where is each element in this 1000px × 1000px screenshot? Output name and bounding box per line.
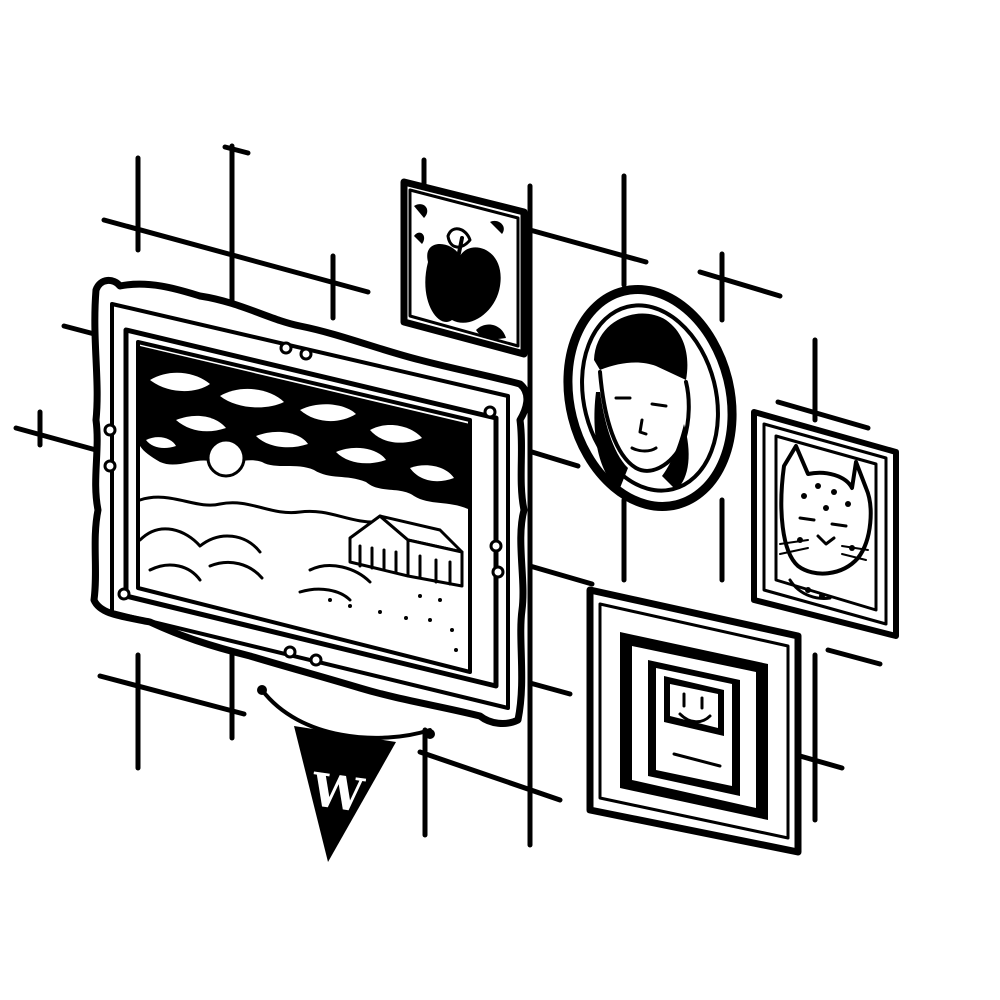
wall-grid [13,143,883,848]
computer-painting [586,586,802,856]
landscape-painting [90,277,531,727]
landscape-painting-icon [136,340,472,674]
portrait-painting [563,285,737,511]
apple-painting [400,178,528,358]
apple-painting-icon [414,204,506,340]
leopard-painting-icon [779,444,873,600]
pennant-letter: W [307,762,368,823]
retro-computer-icon [648,660,740,796]
pennant: W [257,685,435,862]
portrait-woman-icon [594,313,691,490]
leopard-painting [751,409,899,639]
pennant-icon: W [294,726,396,862]
